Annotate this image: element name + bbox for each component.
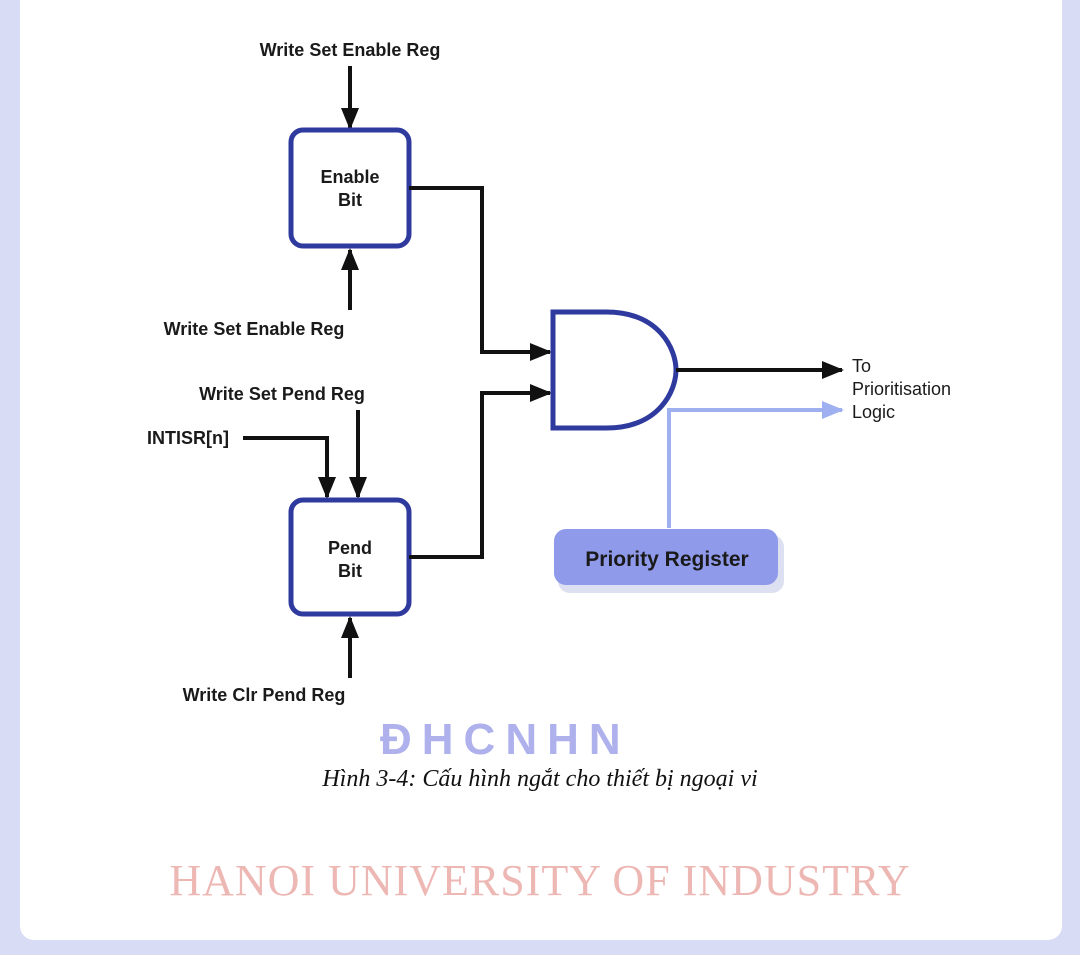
interrupt-diagram: Write Set Enable Reg Enable Bit Write Se… [147, 40, 951, 705]
and-gate [550, 309, 679, 431]
enable-bit-box: Enable Bit [288, 127, 412, 249]
output-label-line2: Prioritisation [852, 379, 951, 399]
wire-enable-to-and [409, 186, 552, 361]
pend-bit-label-line1: Pend [328, 538, 372, 558]
label-write-clr-pend: Write Clr Pend Reg [183, 685, 346, 705]
figure-caption: Hình 3-4: Cấu hình ngắt cho thiết bị ngo… [322, 766, 758, 792]
enable-bit-label-line1: Enable [320, 167, 379, 187]
priority-register-box: Priority Register [554, 529, 784, 593]
arrow-intisr [243, 436, 336, 499]
wire-pend-to-and [409, 384, 552, 559]
priority-register-label: Priority Register [585, 548, 748, 571]
label-write-set-enable-top: Write Set Enable Reg [260, 40, 441, 60]
pend-bit-label-line2: Bit [338, 561, 362, 581]
label-intisr: INTISR[n] [147, 428, 229, 448]
wire-priority [667, 401, 844, 528]
page-background [20, 0, 1062, 940]
output-label-line3: Logic [852, 402, 895, 422]
pend-bit-box: Pend Bit [288, 497, 412, 617]
enable-bit-label-line2: Bit [338, 190, 362, 210]
label-write-set-enable-bottom: Write Set Enable Reg [164, 319, 345, 339]
output-label-line1: To [852, 356, 871, 376]
label-write-set-pend: Write Set Pend Reg [199, 384, 365, 404]
watermark-logo-fragment: ĐHCNHN [380, 722, 631, 758]
watermark-text: HANOI UNIVERSITY OF INDUSTRY [169, 856, 911, 905]
